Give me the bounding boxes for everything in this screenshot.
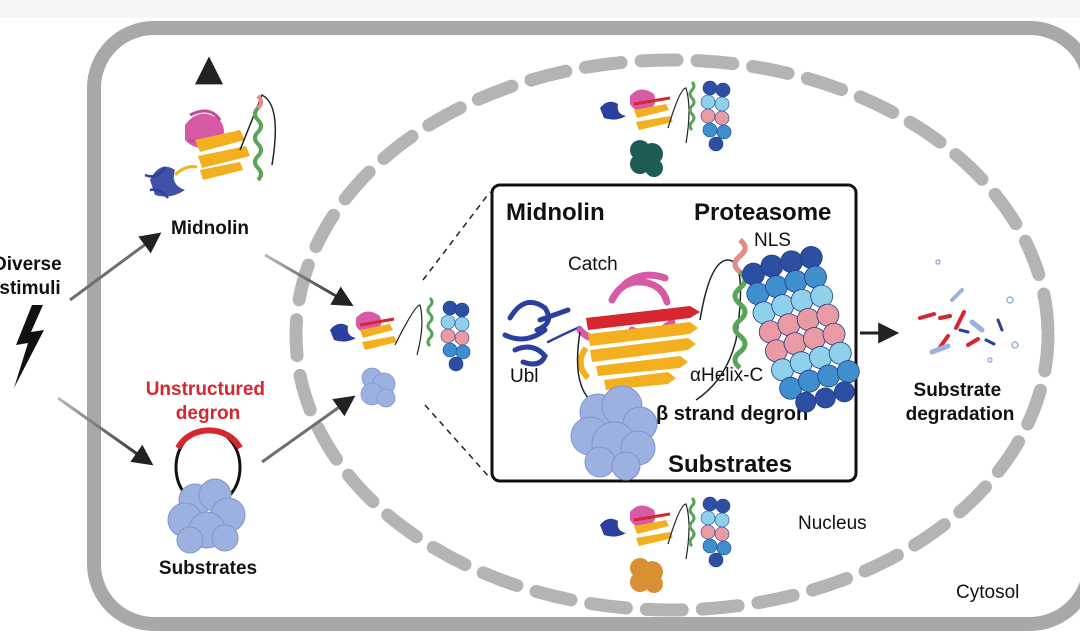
inset-linker-loop (576, 259, 742, 401)
inset-substrates-title: Substrates (668, 451, 792, 478)
nucleus-label: Nucleus (798, 513, 867, 534)
zoom-line-top (422, 191, 491, 281)
inset-nls-helix-segment (732, 238, 748, 274)
inset-alpha-helix-c-label: αHelix-C (690, 365, 763, 386)
midnolin-protein-cytosol (144, 56, 277, 199)
substrate-blob-cytosol (167, 478, 246, 554)
midnolin-proteasome-complex-top (600, 80, 732, 177)
midnolin-proteasome-complex-bottom (600, 496, 732, 593)
inset-ubl-label: Ubl (510, 366, 539, 387)
unstructured-degron-label: Unstructured degron (146, 379, 271, 424)
degraded-fragments (918, 259, 1019, 363)
inset-midnolin-title: Midnolin (506, 199, 605, 226)
lightning-icon (14, 305, 44, 388)
unstructured-degron-loop (174, 427, 243, 496)
inset-beta-sheet (577, 306, 700, 390)
inset-substrate-blob (570, 385, 658, 481)
nucleus-envelope (289, 53, 1055, 617)
stimuli-to-substrate-arrow (57, 396, 154, 466)
stimuli-to-midnolin-arrow (69, 232, 162, 302)
inset-ubl-domain (502, 299, 582, 367)
inset-proteasome (742, 246, 860, 413)
diverse-stimuli-label: Diverse stimuli (0, 254, 67, 299)
inset-nls-label: NLS (754, 230, 791, 251)
inset-catch-label: Catch (568, 254, 618, 275)
substrate-to-nucleus-arrow (261, 395, 356, 464)
cytosol-label: Cytosol (956, 582, 1019, 603)
substrates-label-cytosol: Substrates (159, 558, 257, 579)
substrate-degradation-label: Substrate degradation (906, 380, 1015, 425)
midnolin-proteasome-complex-small (330, 296, 471, 408)
inset-beta-strand-degron-label: β strand degron (656, 403, 808, 425)
inset-proteasome-title: Proteasome (694, 199, 831, 226)
midnolin-label: Midnolin (171, 218, 249, 239)
midnolin-to-nucleus-arrow (264, 253, 354, 307)
zoom-line-bottom (424, 404, 491, 479)
